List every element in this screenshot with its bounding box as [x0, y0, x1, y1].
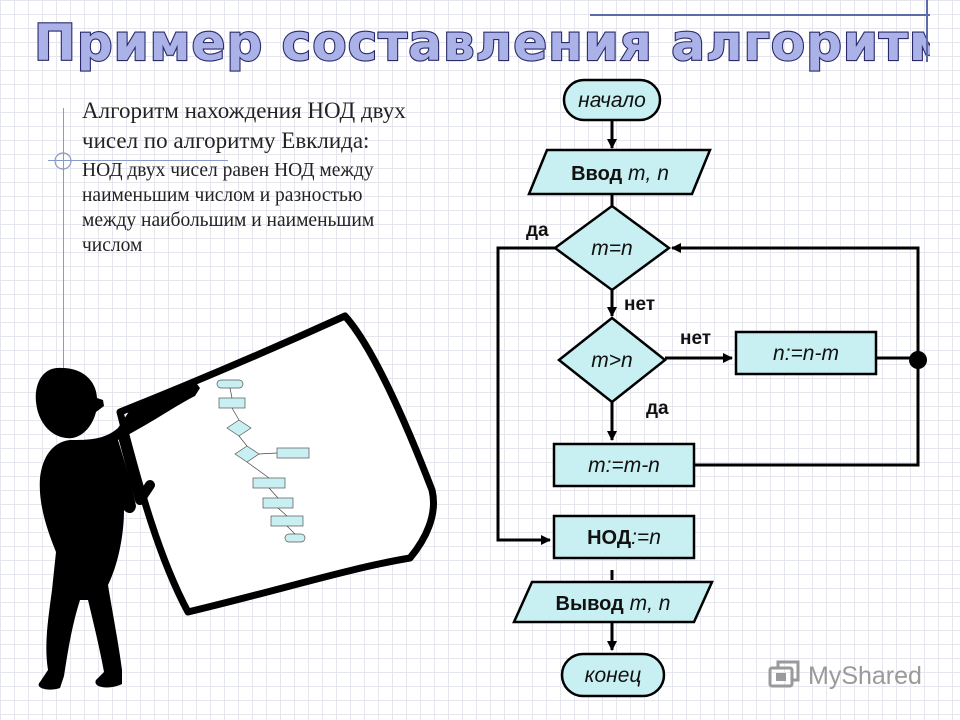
description-body: НОД двух чисел равен НОД между наименьши…: [82, 160, 375, 256]
title-rule-vertical: [926, 0, 928, 62]
no-label-cond2: нет: [680, 328, 711, 349]
arrow-yes-branch: [496, 246, 555, 545]
decor-circle-icon: [54, 152, 72, 170]
title-rule: [590, 14, 930, 16]
start-label: начало: [578, 89, 646, 112]
no-label-cond1: нет: [624, 294, 655, 315]
junction-dot: [909, 351, 927, 369]
slide-title: Пример составления алгоритма: [30, 2, 960, 74]
presenter-silhouette: [35, 367, 200, 690]
mini-flowchart-icon: [216, 379, 310, 543]
condition-equal-label: m=n: [591, 237, 632, 260]
yes-label-cond2: да: [646, 398, 669, 419]
start-block: [562, 78, 662, 122]
brand-logo-icon: [768, 660, 800, 688]
input-block: [527, 148, 712, 196]
decor-line-horizontal: [48, 160, 228, 161]
output-label: Вывод m, n: [556, 592, 671, 615]
input-label: Ввод m, n: [571, 162, 669, 185]
assign-m-label: m:=m-n: [588, 454, 660, 477]
gcd-block: [552, 514, 696, 560]
brand-name: MyShared: [808, 661, 922, 690]
yes-label-cond1: да: [526, 220, 549, 241]
euclid-flowchart: начало Ввод m, n m=n m>n n:=n-m m:=m-n Н…: [496, 78, 927, 698]
assign-m-block: [552, 442, 696, 488]
brand-watermark: MyShared: [768, 656, 938, 696]
end-label: конец: [585, 664, 642, 687]
presented-sheet: [116, 312, 437, 616]
description-heading: Алгоритм нахождения НОД двух чисел по ал…: [82, 98, 406, 153]
slide-title-text: Пример составления алгоритма: [34, 14, 930, 72]
condition-greater-label: m>n: [591, 349, 632, 372]
assign-n-label: n:=n-m: [773, 342, 839, 365]
gcd-label: НОД:=n: [587, 526, 661, 549]
condition-greater: [556, 316, 668, 404]
decor-line-vertical: [63, 108, 64, 408]
condition-equal: [552, 204, 672, 292]
assign-n-block: [734, 330, 878, 376]
presenter-illustration: [35, 312, 437, 690]
description: Алгоритм нахождения НОД двух чисел по ал…: [82, 96, 412, 258]
output-block: [512, 580, 714, 624]
presenter-lower-arm: [119, 435, 155, 505]
end-block: [560, 652, 666, 698]
